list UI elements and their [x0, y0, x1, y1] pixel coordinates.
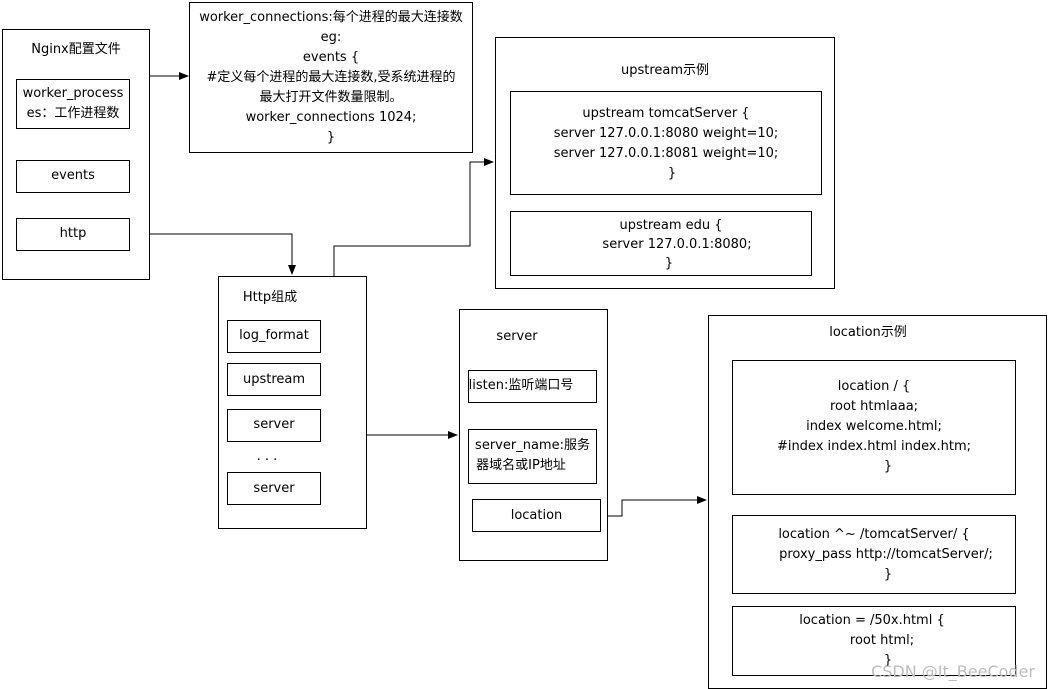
location-block2-line-2: proxy_pass http://tomcatServer/;: [779, 547, 993, 562]
csdn-watermark: CSDN @It_BeeCoder: [871, 662, 1035, 681]
events-note-line-1: worker_connections:每个进程的最大连接数: [199, 10, 463, 25]
location-block1-line-1: location / {: [837, 379, 911, 394]
events-note-line-6: worker_connections 1024;: [245, 110, 417, 125]
events-note-line-7: }: [326, 130, 336, 145]
upstream-label: upstream: [242, 372, 306, 387]
location-block3-line-1: location = /50x.html {: [799, 613, 945, 628]
location-block1-line-4: #index index.html index.htm;: [776, 439, 972, 454]
worker-processes-line1: worker_process: [22, 86, 124, 101]
location-example-title: location示例: [829, 325, 907, 340]
server-name-line-2: 器域名或IP地址: [476, 458, 566, 473]
events-note-line-2: eg:: [320, 30, 342, 45]
location-block1-line-5: }: [883, 459, 893, 474]
location-block2-line-3: }: [883, 567, 893, 582]
server-name-box: [468, 429, 597, 484]
upstream-block2-line-3: }: [664, 256, 674, 271]
upstream-block1-line-2: server 127.0.0.1:8080 weight=10;: [553, 126, 779, 141]
location-block1-line-3: index welcome.html;: [806, 419, 942, 434]
server-label-2: server: [253, 481, 295, 496]
location-block3-line-2: root html;: [849, 633, 915, 648]
server-box-2: [227, 472, 321, 505]
listen-box: [468, 370, 597, 403]
server-name-line-1: server_name:服务: [475, 438, 590, 453]
ellipsis-dots: . . .: [256, 449, 278, 464]
log-format-box: [227, 320, 321, 353]
events-note-line-4: #定义每个进程的最大连接数,受系统进程的: [206, 70, 456, 85]
upstream-example-title: upstream示例: [620, 63, 710, 78]
listen-label: listen:监听端口号: [468, 378, 574, 393]
nginx-config-title: Nginx配置文件: [31, 42, 121, 57]
events-note-box: [189, 2, 473, 153]
server-group-title: server: [496, 329, 538, 344]
location-block3-line-3: }: [883, 653, 893, 668]
upstream-block1-line-1: upstream tomcatServer {: [582, 106, 750, 121]
events-label: events: [51, 168, 95, 183]
upstream-block2-line-1: upstream edu {: [619, 218, 723, 233]
location-block-2: [732, 515, 1016, 594]
http-label: http: [59, 226, 87, 241]
location-label: location: [510, 508, 563, 523]
http-box: [16, 218, 130, 251]
arrow-http-to-httpgroup: [130, 233, 296, 275]
http-group-title: Http组成: [242, 290, 298, 305]
location-block2-line-1: location ^~ /tomcatServer/ {: [778, 527, 970, 542]
upstream-block-1: [510, 91, 822, 195]
events-note-line-5: 最大打开文件数量限制。: [259, 90, 403, 105]
upstream-box: [227, 363, 321, 396]
location-block1-line-2: root htmlaaa;: [829, 399, 919, 414]
upstream-block2-line-2: server 127.0.0.1:8080;: [602, 237, 752, 252]
upstream-block1-line-4: }: [667, 166, 677, 181]
upstream-block1-line-3: server 127.0.0.1:8081 weight=10;: [553, 146, 779, 161]
server-box-1: [227, 409, 321, 442]
location-block-3: [732, 606, 1016, 676]
upstream-block-2: [510, 211, 812, 276]
worker-processes-box: [16, 79, 130, 129]
location-block-1: [732, 360, 1016, 495]
location-box: [472, 499, 601, 532]
log-format-label: log_format: [239, 328, 309, 343]
events-note-line-3: events {: [302, 50, 360, 65]
events-box: [16, 160, 130, 193]
worker-processes-line2: es：工作进程数: [26, 106, 120, 121]
server-label-1: server: [253, 417, 295, 432]
arrow-location-to-example: [601, 496, 707, 517]
